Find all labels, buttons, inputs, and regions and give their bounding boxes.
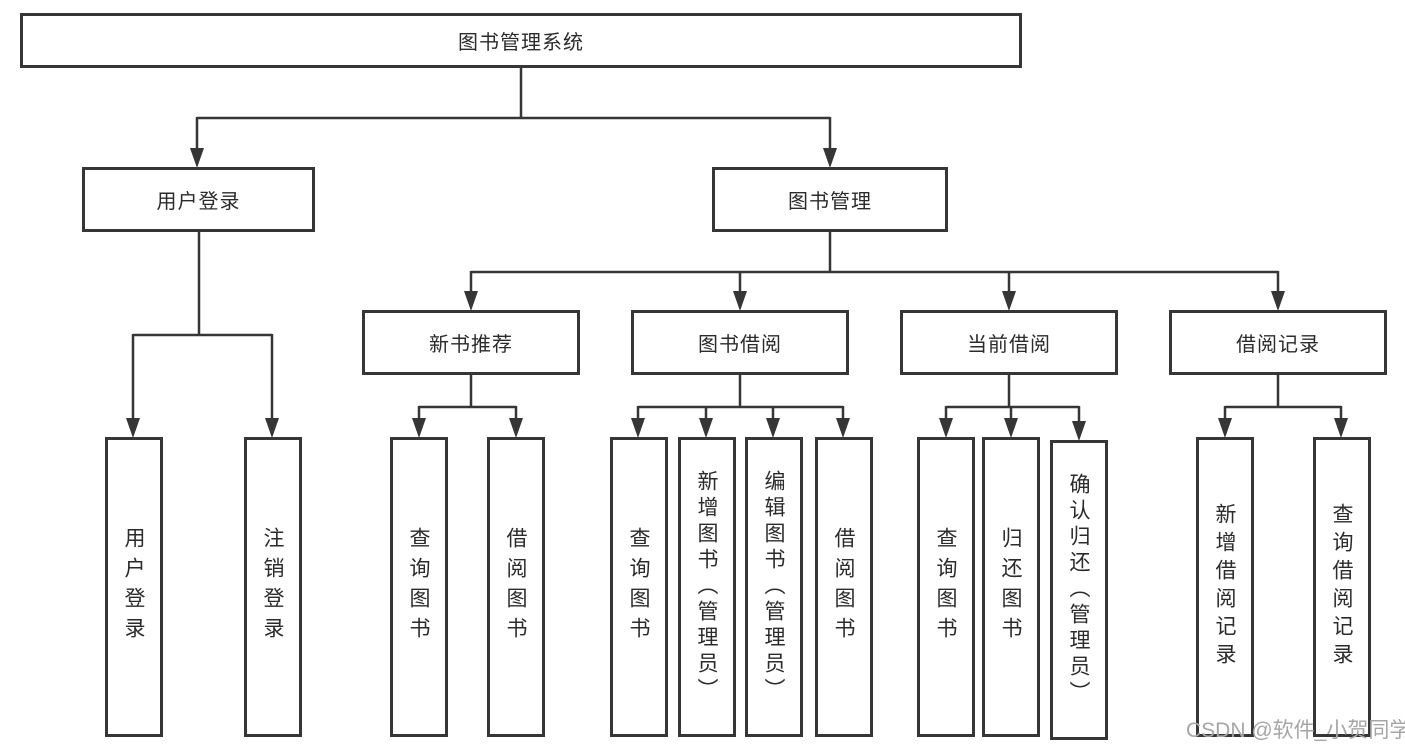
- node-root-system: 图书管理系统: [20, 13, 1022, 68]
- leaf-add-borrow-record: 新增借阅记录: [1196, 437, 1254, 737]
- leaf-return-books: 归还图书: [982, 437, 1040, 737]
- leaf-query-books-recommend: 查询图书: [390, 437, 448, 737]
- leaf-user-login: 用户登录: [105, 437, 163, 737]
- node-current-borrow: 当前借阅: [900, 310, 1118, 375]
- node-borrow-records: 借阅记录: [1169, 310, 1387, 375]
- leaf-add-books-admin: 新增图书（管理员）: [678, 437, 736, 737]
- csdn-watermark: CSDN @软件_小贺同学: [1186, 719, 1405, 742]
- connector-lines: [131, 68, 1343, 429]
- arrowhead-icons: [126, 148, 1348, 441]
- node-book-management: 图书管理: [712, 167, 948, 232]
- leaf-query-books-current: 查询图书: [917, 437, 975, 737]
- leaf-query-borrow-record: 查询借阅记录: [1313, 437, 1371, 737]
- leaf-borrow-books-recommend: 借阅图书: [487, 437, 545, 737]
- node-user-login: 用户登录: [82, 167, 315, 232]
- leaf-query-books-borrow: 查询图书: [610, 437, 668, 737]
- leaf-borrow-books: 借阅图书: [815, 437, 873, 737]
- node-new-book-recommend: 新书推荐: [362, 310, 580, 375]
- leaf-logout: 注销登录: [244, 437, 302, 737]
- leaf-confirm-return-admin: 确认归还（管理员）: [1050, 440, 1108, 740]
- leaf-edit-books-admin: 编辑图书（管理员）: [745, 437, 803, 737]
- node-book-borrow: 图书借阅: [631, 310, 849, 375]
